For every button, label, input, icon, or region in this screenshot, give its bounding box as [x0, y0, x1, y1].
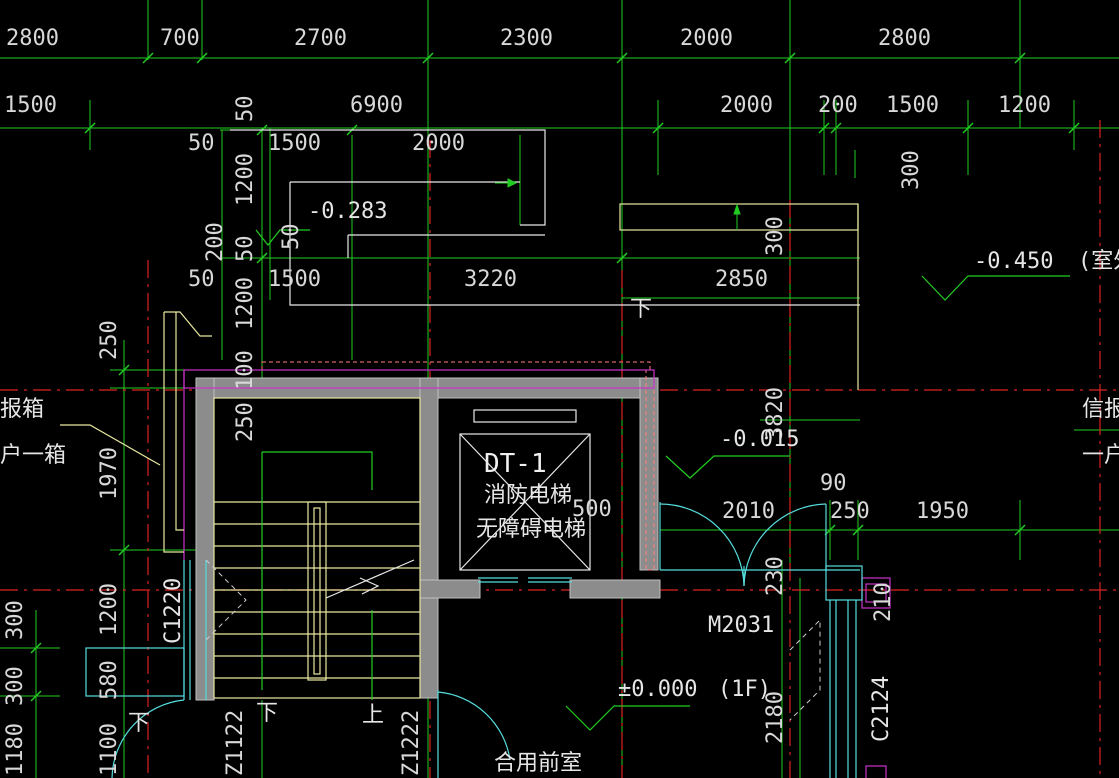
annotations: DT-1 消防电梯 无障碍电梯 M2031 (1F) 合用前室 C1220 C2… [0, 249, 1119, 776]
dim-top-4: 2300 [500, 26, 553, 51]
right-note-2: 一户 [1082, 443, 1119, 468]
dim-50d: 50 [233, 236, 258, 263]
dim-300a: 300 [899, 150, 924, 190]
dashed-lines [205, 559, 821, 721]
axis-lines [0, 120, 1119, 778]
dim-top-6: 2800 [878, 26, 931, 51]
dims-top-row: 2800 700 2700 2300 2000 2800 [6, 26, 931, 51]
stair [213, 397, 421, 700]
mailbox-outline [60, 311, 212, 553]
dim-1500b: 1500 [268, 267, 321, 292]
dim-row2-1: 1500 [4, 93, 57, 118]
up-label: 上 [362, 703, 384, 728]
dim-row2-5: 1500 [886, 93, 939, 118]
elevator-label-2: 无障碍电梯 [476, 517, 586, 542]
dim-250b: 250 [233, 402, 258, 442]
dim-row2-6: 1200 [998, 93, 1051, 118]
elevator-code: DT-1 [484, 449, 547, 479]
dim-1950: 1950 [916, 499, 969, 524]
dim-100: 100 [233, 350, 258, 390]
level-labels: -0.283 -0.450 -0.015 ±0.000 [308, 199, 1053, 702]
dim-50c: 50 [233, 96, 258, 123]
doors [85, 502, 863, 778]
dim-1200c: 1200 [97, 583, 122, 636]
down-label-3: 下 [128, 711, 150, 736]
door-code: M2031 [708, 613, 774, 638]
dim-200: 200 [203, 222, 228, 262]
elevator-label-1: 消防电梯 [484, 483, 572, 508]
dim-1970: 1970 [97, 447, 122, 500]
dim-2180: 2180 [763, 691, 788, 744]
upper-outlines [230, 129, 860, 390]
left-note-1: 报箱 [0, 397, 44, 422]
dim-250c: 250 [830, 499, 870, 524]
dim-top-2: 700 [160, 26, 200, 51]
dim-230: 230 [763, 556, 788, 596]
right-note-1: 信报 [1082, 397, 1119, 422]
dims-second-row: 1500 6900 2000 200 1500 1200 [4, 93, 1051, 118]
dim-top-5: 2000 [680, 26, 733, 51]
dim-1180: 1180 [3, 723, 28, 776]
dims-misc: 50 1500 2000 50 1500 3220 2850 90 2010 2… [3, 96, 969, 777]
dim-2010: 2010 [722, 499, 775, 524]
dim-50a: 50 [188, 131, 215, 156]
column-label-1: Z1122 [223, 710, 248, 776]
dim-580: 580 [97, 660, 122, 700]
dimension-ticks [30, 52, 1080, 702]
dim-1200b: 1200 [233, 277, 258, 330]
dim-3820: 3820 [763, 387, 788, 440]
window-right-label: C2124 [869, 676, 894, 742]
dim-row2-4: 200 [818, 93, 858, 118]
dim-row2-2: 6900 [350, 93, 403, 118]
elevator [459, 409, 591, 583]
level-2: -0.450 [974, 249, 1053, 274]
dim-1100: 1100 [97, 723, 122, 776]
room-label: 合用前室 [494, 751, 582, 776]
dim-500: 500 [572, 497, 612, 522]
dim-50e: 50 [279, 224, 304, 251]
left-note-2: 户一箱 [0, 443, 66, 468]
dim-top-3: 2700 [294, 26, 347, 51]
slope-arrows [495, 178, 741, 230]
down-label-1: 下 [630, 297, 652, 322]
dim-1500a: 1500 [268, 131, 321, 156]
dim-top-1: 2800 [6, 26, 59, 51]
dim-row2-3: 2000 [720, 93, 773, 118]
right-note-3: (室外 [1078, 249, 1119, 274]
floor-label: (1F) [718, 677, 771, 702]
walls [195, 377, 661, 701]
dim-300d: 300 [3, 666, 28, 706]
dim-1200a: 1200 [233, 153, 258, 206]
window-left-label: C1220 [161, 578, 186, 644]
level-4: ±0.000 [618, 677, 697, 702]
dim-50b: 50 [188, 267, 215, 292]
column-label-2: Z1222 [399, 710, 424, 776]
dim-250a: 250 [97, 320, 122, 360]
dim-210: 210 [871, 582, 896, 622]
dim-2000: 2000 [412, 131, 465, 156]
dim-300c: 300 [3, 600, 28, 640]
dim-300b: 300 [763, 216, 788, 256]
dim-3220: 3220 [464, 267, 517, 292]
dim-90: 90 [820, 471, 847, 496]
down-label-2: 下 [256, 701, 278, 726]
level-1: -0.283 [308, 199, 387, 224]
level-markers [255, 229, 1070, 731]
dim-2850: 2850 [715, 267, 768, 292]
level-3: -0.015 [720, 427, 799, 452]
